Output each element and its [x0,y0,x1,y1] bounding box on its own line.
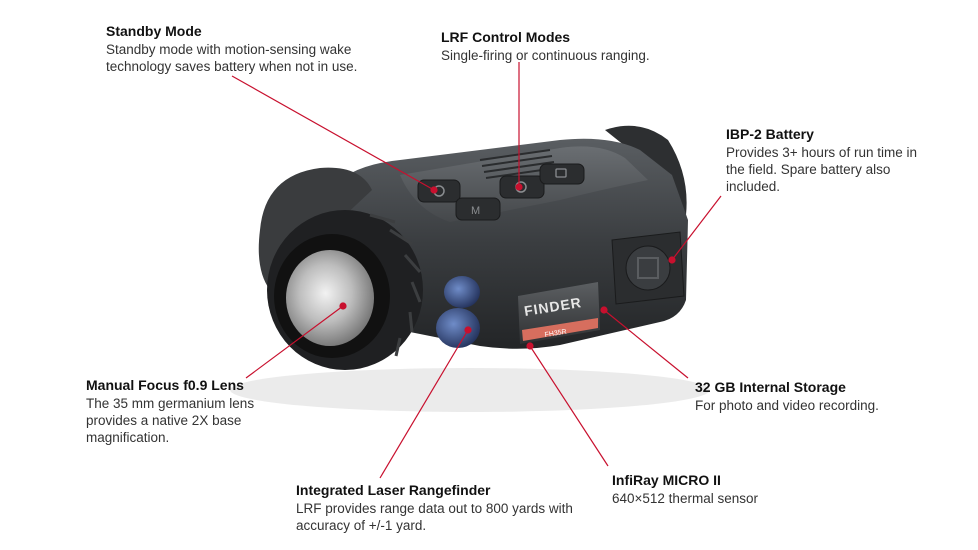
model-label: FH35R [544,329,567,339]
leader-dot-sensor [526,342,534,350]
leader-dot-lrf-modes [515,183,523,191]
callout-description: Single-firing or continuous ranging. [441,48,650,63]
battery-cap[interactable] [625,245,671,291]
leader-lines [231,62,722,479]
callout-description: Standby mode with motion-sensing wake te… [106,42,358,74]
callout-title: Standby Mode [106,23,202,39]
leader-sensor [529,345,609,467]
callout-title: 32 GB Internal Storage [695,379,846,395]
leader-dot-standby [430,186,438,194]
leader-dot-storage [600,306,608,314]
model-stripe [522,318,598,341]
callout-title: LRF Control Modes [441,29,571,45]
callout-description: The 35 mm germanium lens provides a nati… [86,396,255,445]
callout-description: LRF provides range data out to 800 yards… [296,501,573,533]
callout-description: Provides 3+ hours of run time in the fie… [726,145,917,194]
lrf-receiver [436,308,480,348]
focus-ring-knurling [369,213,422,357]
callout-standby-mode: Standby Mode Standby mode with motion-se… [106,23,406,75]
menu-icon: M [471,205,480,217]
callout-manual-focus-lens: Manual Focus f0.9 Lens The 35 mm germani… [86,377,286,446]
leader-lens [245,305,344,379]
callout-title: IBP-2 Battery [726,126,814,142]
callout-description: 640×512 thermal sensor [612,491,758,506]
callout-thermal-sensor: InfiRay MICRO II 640×512 thermal sensor [612,472,872,507]
camera-icon [555,168,567,178]
callout-title: Integrated Laser Rangefinder [296,482,491,498]
germanium-lens [286,250,374,346]
callout-ibp2-battery: IBP-2 Battery Provides 3+ hours of run t… [726,126,926,195]
lens-cap [258,167,372,290]
callout-internal-storage: 32 GB Internal Storage For photo and vid… [695,379,955,414]
leader-standby [231,75,435,191]
device-shadow [230,368,710,412]
leader-dot-rangefinder [464,326,472,334]
callout-title: InfiRay MICRO II [612,472,721,488]
standby-button[interactable] [417,179,461,203]
leader-dot-lens [339,302,347,310]
callout-laser-rangefinder: Integrated Laser Rangefinder LRF provide… [296,482,576,534]
leader-battery [671,195,722,261]
lrf-emitter [444,276,480,308]
camera-button[interactable] [539,163,585,185]
menu-button[interactable] [455,197,501,221]
leader-storage [603,309,689,379]
callout-description: For photo and video recording. [695,398,879,413]
battery-cap-grip [637,257,659,279]
callout-lrf-control-modes: LRF Control Modes Single-firing or conti… [441,29,701,64]
leader-rangefinder [379,329,469,479]
callout-title: Manual Focus f0.9 Lens [86,377,244,393]
leader-dot-battery [668,256,676,264]
